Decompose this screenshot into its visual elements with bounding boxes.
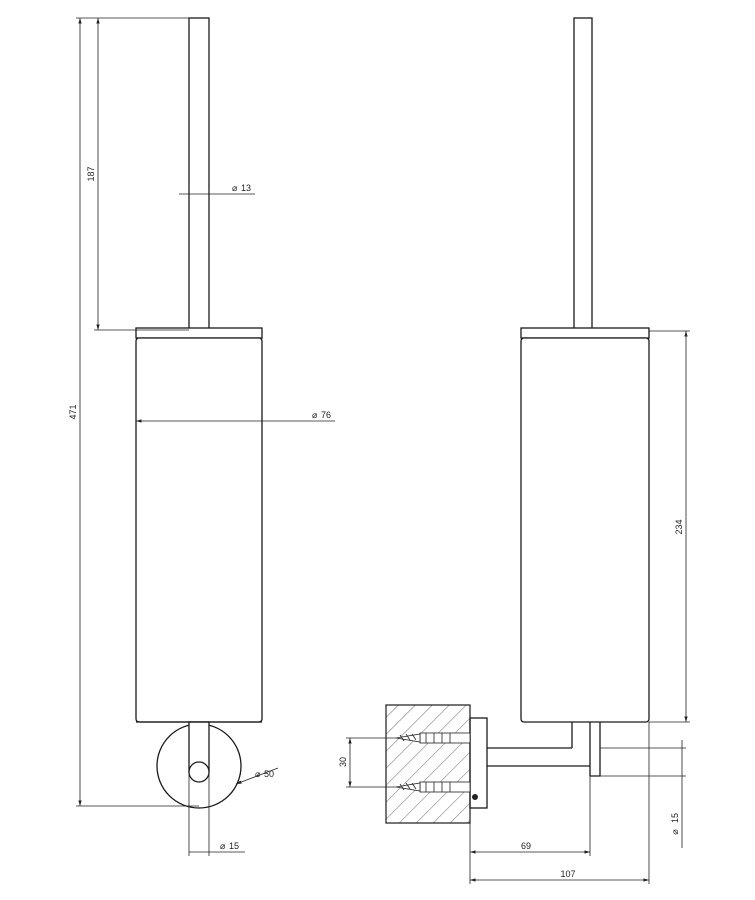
wall-anchor-upper [395, 732, 471, 744]
dim-50-symbol: ⌀ [255, 769, 261, 779]
side-container-body [520, 337, 650, 723]
wall-anchor-lower [395, 781, 471, 793]
dim-15-side-label: 15 [670, 813, 680, 823]
side-wall-plate [469, 717, 488, 809]
front-view: 471 187 ⌀ 13 ⌀ 76 ⌀ 50 ⌀ 15 [68, 17, 335, 856]
side-arm-horizontal [487, 747, 590, 767]
dim-30-label: 30 [338, 757, 348, 767]
dim-13-symbol: ⌀ [232, 183, 238, 193]
front-brush-handle [188, 17, 210, 332]
dim-15-side-symbol: ⌀ [670, 829, 680, 835]
dim-13-label: 13 [241, 183, 251, 193]
side-brush-handle [573, 17, 593, 332]
side-set-screw [472, 794, 478, 800]
dim-50-label: 50 [264, 769, 274, 779]
wall-section [385, 704, 471, 824]
side-view: 234 30 69 107 ⌀ 15 [338, 17, 690, 884]
dim-76-symbol: ⌀ [312, 410, 318, 420]
dim-107-label: 107 [560, 869, 575, 879]
dim-15-front-label: 15 [229, 841, 239, 851]
dim-50-leader [235, 767, 279, 785]
dim-187-label: 187 [86, 166, 96, 181]
side-lid [520, 327, 650, 339]
dim-471-label: 471 [68, 404, 78, 419]
dim-15-front-symbol: ⌀ [220, 841, 226, 851]
front-arm-end [188, 761, 210, 783]
front-container-body [135, 337, 263, 723]
dim-234-label: 234 [674, 519, 684, 534]
front-lid [135, 327, 263, 339]
dim-76-label: 76 [321, 410, 331, 420]
dim-69-label: 69 [521, 841, 531, 851]
side-arm-vertical [571, 722, 601, 777]
